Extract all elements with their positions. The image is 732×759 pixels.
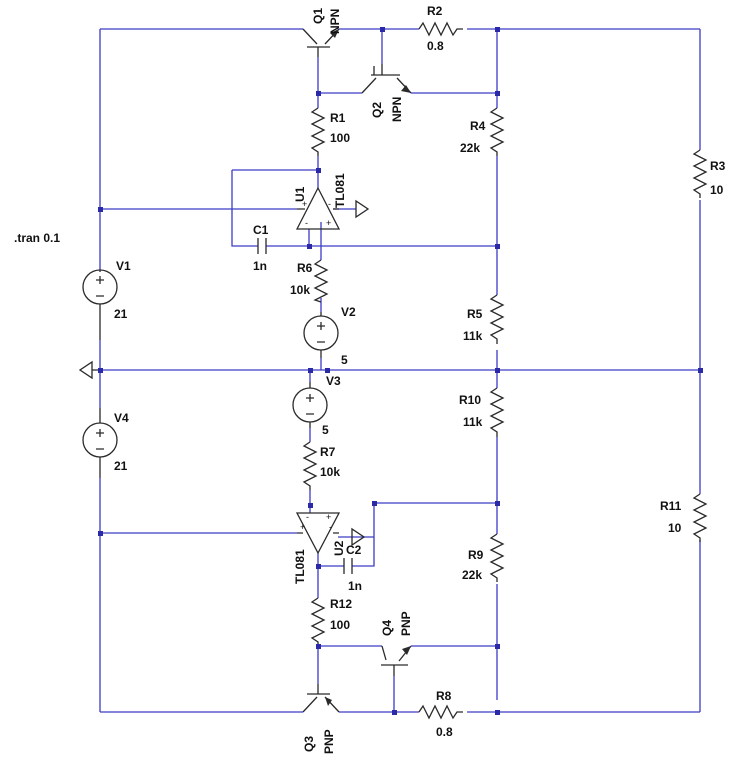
resistor-r7[interactable]: R7 10k [302,441,340,490]
svg-text:-: - [305,218,308,228]
svg-text:+: + [300,522,305,532]
svg-text:+: + [326,512,331,522]
transistor-q3[interactable]: Q3 PNP [302,684,340,754]
opamp-u2[interactable]: + - - + TL081 U2 [293,512,346,584]
r11-name: R11 [660,499,682,513]
transistor-q1[interactable]: Q1 NPN [302,8,342,57]
u1-name: U1 [293,186,307,202]
resistor-r4[interactable]: R4 22k [460,107,505,156]
resistor-r9[interactable]: R9 22k [462,533,505,582]
resistor-r12[interactable]: R12 100 [310,597,352,646]
v2-value: 5 [341,353,348,367]
resistor-r10[interactable]: R10 11k [459,387,505,437]
u2-model: TL081 [293,549,307,584]
r8-name: R8 [436,689,452,703]
r12-value: 100 [330,618,350,632]
v4-value: 21 [114,459,128,473]
source-v1[interactable]: V1 21 [82,259,131,340]
r7-value: 10k [320,465,340,479]
q1-name: Q1 [311,8,325,24]
q4-type: PNP [399,611,413,636]
svg-text:-: - [306,512,309,522]
r5-name: R5 [467,307,483,321]
capacitor-c2[interactable]: C2 1n [343,543,362,593]
r4-value: 22k [460,141,480,155]
v2-name: V2 [341,305,356,319]
q2-type: NPN [390,97,404,122]
q3-type: PNP [322,729,336,754]
r10-value: 11k [463,415,483,429]
v4-name: V4 [114,411,129,425]
source-v3[interactable]: V3 5 [292,374,341,437]
resistor-r5[interactable]: R5 11k [463,294,505,344]
u2-name: U2 [332,540,346,556]
q3-name: Q3 [302,736,316,752]
v1-value: 21 [114,307,128,321]
transistor-q4[interactable]: Q4 PNP [380,611,413,676]
u1-model: TL081 [333,173,347,208]
c1-name: C1 [253,223,269,237]
ground-symbol-u1 [355,199,370,219]
r12-name: R12 [330,597,352,611]
tran-directive[interactable]: .tran 0.1 [14,231,60,245]
resistor-r11[interactable]: R11 10 [660,493,708,542]
v3-value: 5 [322,423,329,437]
svg-text:-: - [329,522,332,532]
q2-name: Q2 [370,102,384,118]
r2-value: 0.8 [427,39,444,53]
r2-name: R2 [427,4,443,18]
wires [99,28,701,713]
r6-value: 10k [290,283,310,297]
resistor-r3[interactable]: R3 10 [692,149,726,198]
opamp-u1[interactable]: + - - + U1 TL081 [293,173,347,230]
ground-symbol-u2 [351,527,366,547]
transistor-q2[interactable]: Q2 NPN [361,64,412,122]
q4-name: Q4 [380,620,394,636]
c1-value: 1n [253,259,267,273]
junctions [98,27,703,715]
resistor-r1[interactable]: R1 100 [310,107,350,156]
r1-name: R1 [330,111,346,125]
v3-name: V3 [326,374,341,388]
r8-value: 0.8 [436,725,453,739]
source-v4[interactable]: V4 21 [82,408,129,478]
resistor-r2[interactable]: R2 0.8 [418,4,463,53]
ground-symbol-main [78,360,100,380]
r9-value: 22k [462,568,482,582]
r10-name: R10 [459,393,481,407]
r9-name: R9 [468,548,484,562]
resistor-r6[interactable]: R6 10k [290,259,329,303]
r3-name: R3 [710,159,726,173]
r3-value: 10 [710,183,724,197]
r6-name: R6 [297,261,313,275]
c2-value: 1n [348,579,362,593]
resistor-r8[interactable]: R8 0.8 [418,689,463,739]
r7-name: R7 [320,445,336,459]
capacitor-c1[interactable]: C1 1n [253,223,269,273]
q1-type: NPN [328,9,342,34]
v1-name: V1 [116,259,131,273]
r4-name: R4 [470,119,486,133]
r1-value: 100 [330,131,350,145]
svg-text:+: + [326,218,331,228]
r5-value: 11k [463,329,483,343]
r11-value: 10 [668,521,682,535]
source-v2[interactable]: V2 5 [303,305,356,367]
svg-text:-: - [328,199,331,209]
c2-name: C2 [346,543,362,557]
svg-text:+: + [302,199,307,209]
